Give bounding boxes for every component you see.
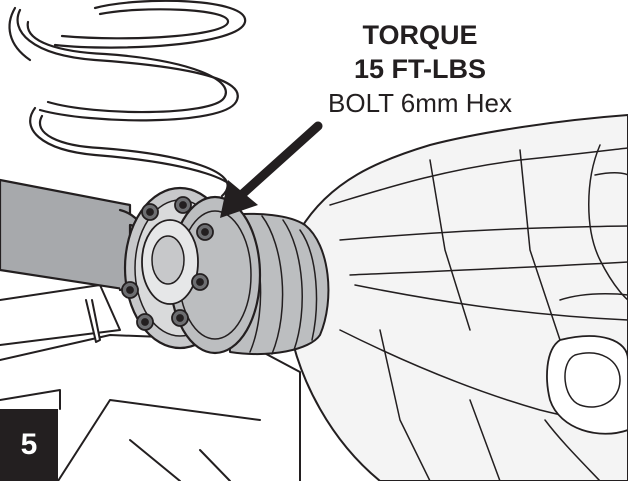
flange-bolt — [136, 313, 154, 331]
flange-bolt — [121, 281, 139, 299]
differential-housing — [289, 114, 628, 481]
flange-bolt — [196, 223, 214, 241]
torque-value: 15 FT-LBS — [353, 54, 487, 84]
cv-flange — [123, 186, 262, 355]
callout-arrow — [220, 121, 323, 218]
step-number-badge: 5 — [0, 409, 58, 481]
flange-bolt — [191, 273, 209, 291]
torque-callout: TORQUE 15 FT-LBS BOLT 6mm Hex — [300, 18, 540, 120]
coil-spring — [8, 0, 247, 207]
torque-heading: TORQUE — [362, 20, 478, 50]
flange-bolt — [171, 309, 189, 327]
flange-bolts — [121, 196, 214, 331]
flange-bolt — [141, 203, 159, 221]
flange-bolt — [174, 196, 192, 214]
bolt-spec: BOLT 6mm Hex — [328, 88, 512, 118]
